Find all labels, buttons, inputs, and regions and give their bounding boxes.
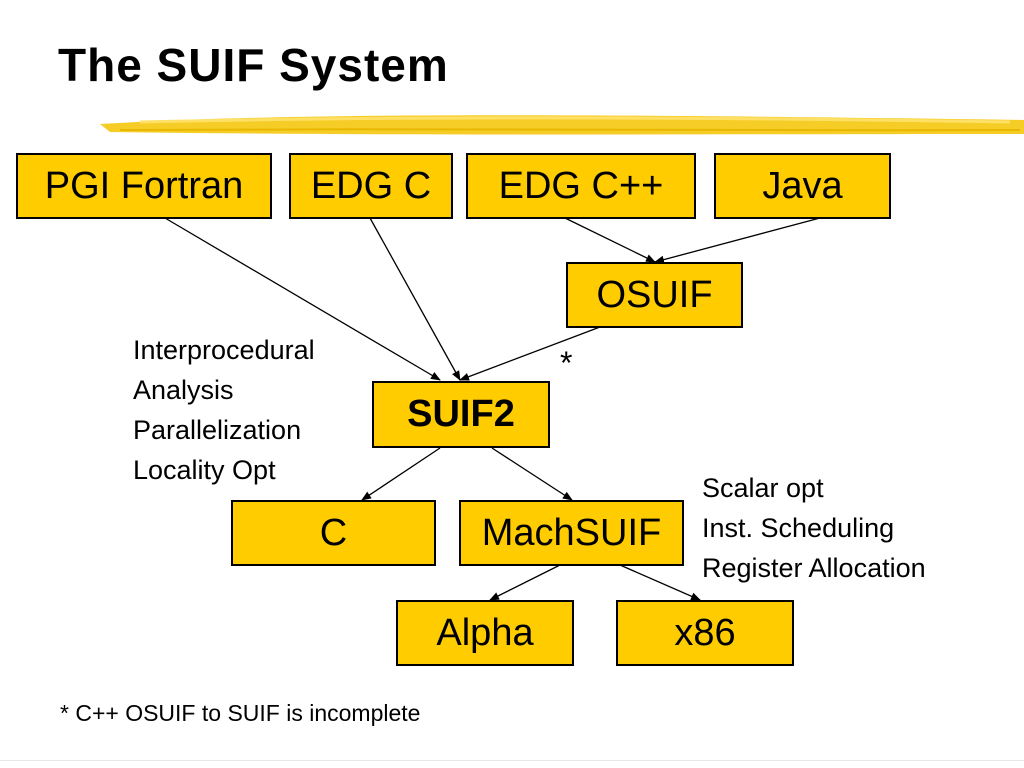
edge-pgi-fortran-to-suif2 — [164, 217, 441, 381]
edge-osuif-to-suif2 — [459, 326, 601, 381]
suif2-note: Parallelization — [133, 415, 302, 445]
edge-edg-cpp-to-osuif — [564, 217, 656, 263]
slide-bottom-divider — [0, 760, 1024, 761]
machsuif-note: Inst. Scheduling — [702, 513, 895, 543]
node-java: Java — [714, 153, 891, 219]
edge-java-to-osuif — [654, 217, 821, 264]
node-c: C — [231, 500, 436, 566]
edge-suif2-to-c — [361, 447, 441, 501]
machsuif-notes: Scalar opt Inst. Scheduling Register All… — [702, 468, 926, 588]
footnote: * C++ OSUIF to SUIF is incomplete — [60, 700, 421, 726]
machsuif-note: Scalar opt — [702, 473, 824, 503]
node-x86: x86 — [616, 600, 794, 666]
node-machsuif: MachSUIF — [459, 500, 684, 566]
edge-edg-c-to-suif2 — [369, 217, 461, 381]
suif2-note: Interprocedural — [133, 335, 315, 365]
slide-title: The SUIF System — [58, 39, 449, 91]
edge-suif2-to-machsuif — [491, 447, 573, 501]
title-underline-brush — [100, 115, 1024, 135]
node-suif2: SUIF2 — [372, 381, 550, 448]
osuif-edge-marker: * — [560, 345, 573, 381]
node-alpha: Alpha — [396, 600, 574, 666]
edge-machsuif-to-alpha — [489, 564, 561, 601]
suif2-note: Locality Opt — [133, 455, 276, 485]
node-pgi-fortran: PGI Fortran — [16, 153, 272, 219]
edge-machsuif-to-x86 — [619, 564, 701, 601]
node-edg-cpp: EDG C++ — [466, 153, 696, 219]
machsuif-note: Register Allocation — [702, 553, 926, 583]
node-osuif: OSUIF — [566, 262, 743, 328]
suif2-notes: Interprocedural Analysis Parallelization… — [133, 330, 315, 490]
node-edg-c: EDG C — [289, 153, 453, 219]
suif2-note: Analysis — [133, 375, 234, 405]
